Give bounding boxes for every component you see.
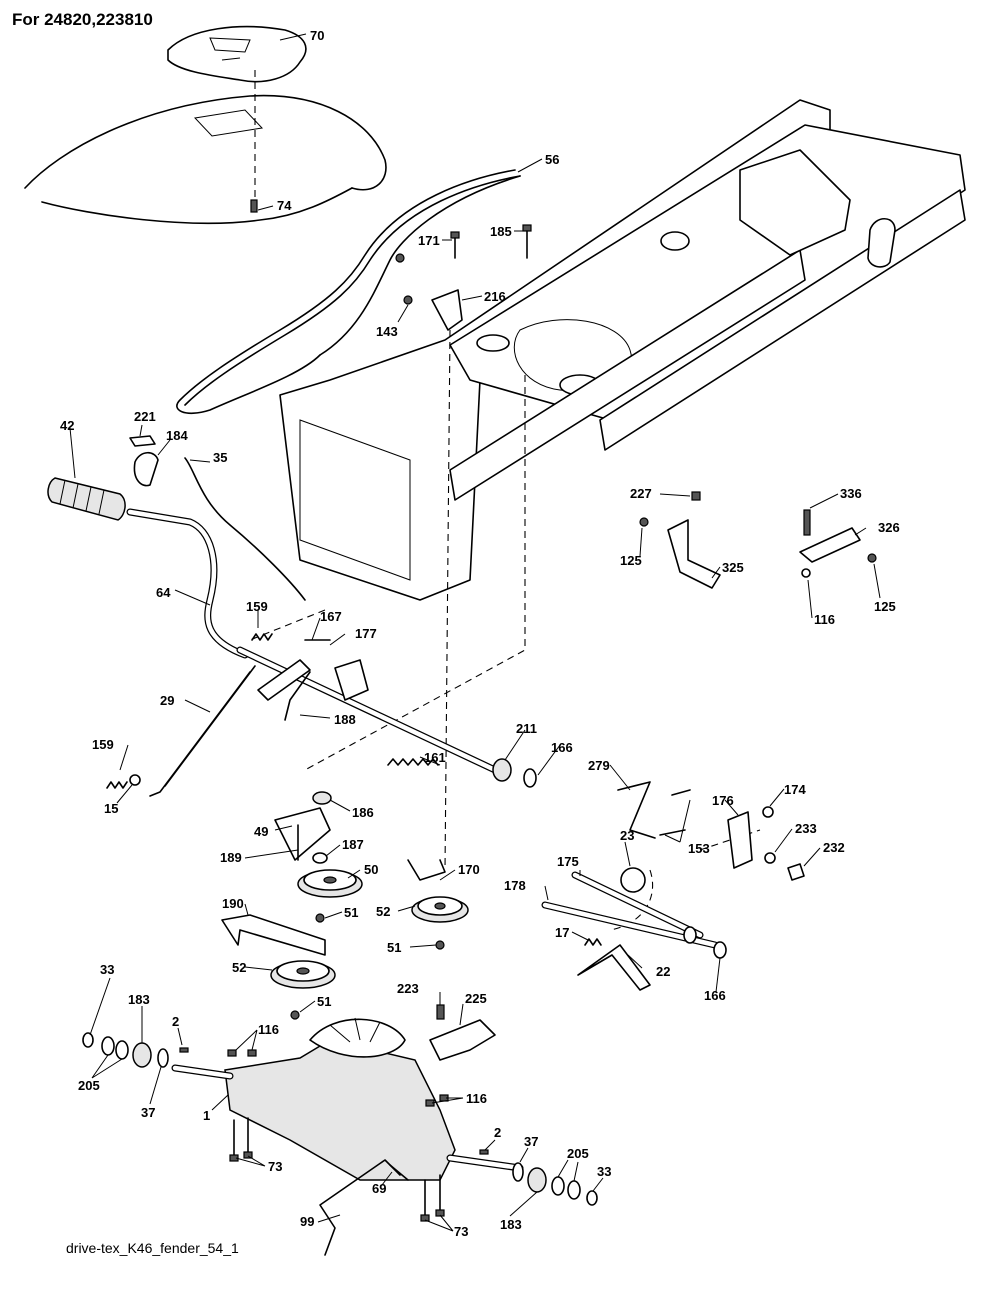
idler-bracket bbox=[274, 791, 332, 864]
callout-227: 227 bbox=[630, 486, 652, 501]
callout-170: 170 bbox=[458, 862, 480, 877]
callout-189: 189 bbox=[220, 850, 242, 865]
callout-23: 23 bbox=[620, 828, 634, 843]
callout-336: 336 bbox=[840, 486, 862, 501]
bolts-73 bbox=[229, 1117, 445, 1222]
drive-belt bbox=[176, 169, 521, 415]
pulleys bbox=[270, 859, 469, 1020]
callout-178: 178 bbox=[504, 878, 526, 893]
callout-52-a: 52 bbox=[376, 904, 390, 919]
callout-33-a: 33 bbox=[100, 962, 114, 977]
callout-35: 35 bbox=[213, 450, 227, 465]
callout-49: 49 bbox=[254, 824, 268, 839]
callout-159-a: 159 bbox=[246, 599, 268, 614]
callout-22: 22 bbox=[656, 964, 670, 979]
callout-51-a: 51 bbox=[344, 905, 358, 920]
callout-216: 216 bbox=[484, 289, 506, 304]
transaxle bbox=[171, 1017, 524, 1181]
callout-labels: 70 74 56 171 185 216 143 42 221 184 35 2… bbox=[60, 28, 900, 1239]
callout-279: 279 bbox=[588, 758, 610, 773]
brackets-right bbox=[639, 491, 877, 589]
callout-74: 74 bbox=[277, 198, 292, 213]
callout-211: 211 bbox=[516, 721, 537, 736]
callout-125-a: 125 bbox=[620, 553, 642, 568]
callout-56: 56 bbox=[545, 152, 559, 167]
callout-176: 176 bbox=[712, 793, 734, 808]
callout-70: 70 bbox=[310, 28, 324, 43]
drawing-id: drive-tex_K46_fender_54_1 bbox=[66, 1240, 239, 1256]
callout-2-a: 2 bbox=[172, 1014, 179, 1029]
callout-116-a: 116 bbox=[814, 612, 835, 627]
callout-326: 326 bbox=[878, 520, 900, 535]
callout-42: 42 bbox=[60, 418, 74, 433]
callout-177: 177 bbox=[355, 626, 377, 641]
callout-225: 225 bbox=[465, 991, 487, 1006]
callout-116-b: 116 bbox=[258, 1022, 279, 1037]
callout-205-b: 205 bbox=[567, 1146, 589, 1161]
callout-99: 99 bbox=[300, 1214, 314, 1229]
callout-183-b: 183 bbox=[500, 1217, 522, 1232]
callout-325: 325 bbox=[722, 560, 744, 575]
right-linkages bbox=[617, 781, 805, 893]
callout-205-a: 205 bbox=[78, 1078, 100, 1093]
callout-167: 167 bbox=[320, 609, 342, 624]
callout-51-b: 51 bbox=[317, 994, 331, 1009]
callout-37-b: 37 bbox=[524, 1134, 538, 1149]
callout-73-a: 73 bbox=[268, 1159, 282, 1174]
callout-17: 17 bbox=[555, 925, 569, 940]
callout-166-a: 166 bbox=[551, 740, 573, 755]
callout-161: 161 bbox=[424, 750, 446, 765]
callout-2-b: 2 bbox=[494, 1125, 501, 1140]
callout-37-a: 37 bbox=[141, 1105, 155, 1120]
callout-153: 153 bbox=[688, 841, 710, 856]
bypass-rod bbox=[319, 1159, 409, 1256]
callout-175: 175 bbox=[557, 854, 579, 869]
callout-221: 221 bbox=[134, 409, 156, 424]
bolts-upper bbox=[395, 224, 532, 331]
callout-69: 69 bbox=[372, 1181, 386, 1196]
callout-186: 186 bbox=[352, 805, 374, 820]
callout-50: 50 bbox=[364, 862, 378, 877]
pedal-shaft bbox=[541, 871, 727, 991]
bushings bbox=[492, 758, 537, 788]
linkages bbox=[149, 639, 369, 797]
callout-223: 223 bbox=[397, 981, 419, 996]
callout-64: 64 bbox=[156, 585, 171, 600]
leader-lines bbox=[69, 33, 881, 1232]
callout-174: 174 bbox=[784, 782, 806, 797]
callout-190: 190 bbox=[222, 896, 244, 911]
callout-33-b: 33 bbox=[597, 1164, 611, 1179]
callout-29: 29 bbox=[160, 693, 174, 708]
callout-187: 187 bbox=[342, 837, 364, 852]
model-heading: For 24820,223810 bbox=[12, 10, 153, 29]
callout-171: 171 bbox=[418, 233, 440, 248]
callout-15: 15 bbox=[104, 801, 118, 816]
springs bbox=[106, 633, 602, 946]
callout-116-c: 116 bbox=[466, 1091, 487, 1106]
belt-guard bbox=[221, 914, 326, 956]
control-rods bbox=[126, 457, 499, 774]
callout-232: 232 bbox=[823, 840, 845, 855]
callout-73-b: 73 bbox=[454, 1224, 468, 1239]
callout-183-a: 183 bbox=[128, 992, 150, 1007]
callout-125-b: 125 bbox=[874, 599, 896, 614]
callout-159-b: 159 bbox=[92, 737, 114, 752]
hand-grip bbox=[47, 477, 126, 521]
callout-188: 188 bbox=[334, 712, 356, 727]
callout-233: 233 bbox=[795, 821, 817, 836]
small-brackets bbox=[129, 435, 159, 487]
callout-185: 185 bbox=[490, 224, 512, 239]
fender-assembly bbox=[24, 25, 387, 225]
axle-hardware-right bbox=[512, 1162, 598, 1206]
callout-143: 143 bbox=[376, 324, 398, 339]
transaxle-bracket bbox=[429, 1004, 496, 1061]
callout-166-b: 166 bbox=[704, 988, 726, 1003]
callout-52-b: 52 bbox=[232, 960, 246, 975]
callout-184: 184 bbox=[166, 428, 188, 443]
callout-51-c: 51 bbox=[387, 940, 401, 955]
callout-1: 1 bbox=[203, 1108, 210, 1123]
chassis-frame bbox=[279, 99, 966, 601]
